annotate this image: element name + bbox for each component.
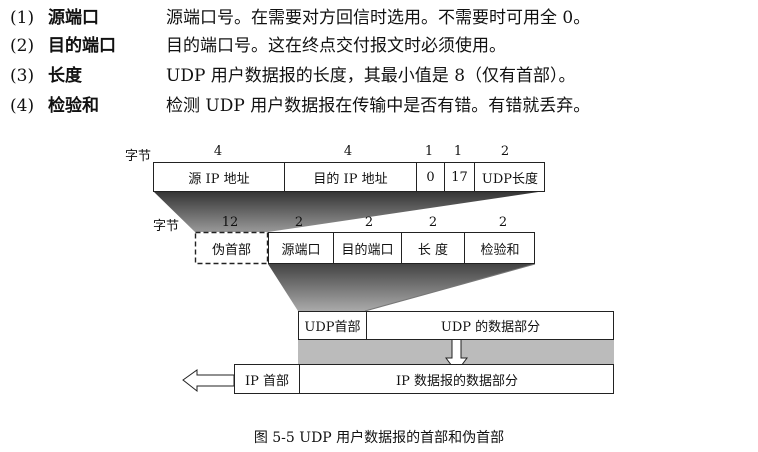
definition-number: (3) [10, 66, 35, 86]
definition-description: 源端口号。在需要对方回信时选用。不需要时可用全 0。 [166, 8, 591, 28]
bytes-label: 字节 [125, 149, 152, 164]
definition-number: (1) [10, 8, 35, 28]
byte-count: 2 [294, 215, 304, 230]
udp-datagram: UDP首部 UDP 的数据部分 [298, 311, 614, 340]
destination-ip-field: 目的 IP 地址 [284, 163, 416, 191]
definition-number: (4) [10, 96, 35, 116]
checksum-field: 检验和 [464, 233, 535, 263]
byte-count: 2 [500, 144, 510, 159]
byte-count: 12 [221, 215, 239, 230]
source-ip-field: 源 IP 地址 [188, 171, 250, 187]
definition-description: 检测 UDP 用户数据报在传输中是否有错。有错就丢弃。 [166, 96, 591, 116]
definition-description: 目的端口号。这在终点交付报文时必须使用。 [166, 36, 506, 56]
left-arrow-icon [182, 369, 235, 393]
source-port-field: 源端口 [281, 242, 321, 258]
length-field: 长 度 [401, 233, 464, 263]
definition-term: 目的端口 [48, 36, 116, 56]
ip-header-block: IP 首部 [244, 373, 289, 389]
udp-header-block: UDP首部 [304, 320, 361, 335]
pseudo-header: 源 IP 地址 目的 IP 地址 0 17 UDP长度 [153, 162, 545, 192]
pseudo-header-dashed-border [194, 231, 269, 265]
definition-description: UDP 用户数据报的长度，其最小值是 8（仅有首部）。 [166, 66, 576, 86]
protocol-field: 17 [444, 163, 474, 191]
destination-port-field: 目的端口 [333, 233, 401, 263]
definition-term: 源端口 [48, 8, 99, 28]
definition-term: 长度 [48, 66, 82, 86]
udp-header-expansion [268, 264, 535, 311]
bytes-label: 字节 [153, 219, 180, 234]
byte-count: 2 [364, 215, 374, 230]
udp-data-block: UDP 的数据部分 [366, 312, 614, 339]
ip-datagram: IP 首部 IP 数据报的数据部分 [234, 364, 614, 394]
udp-header: 源端口 目的端口 长 度 检验和 [268, 232, 535, 264]
byte-count: 4 [213, 144, 223, 159]
ip-data-block: IP 数据报的数据部分 [299, 365, 614, 393]
figure-caption: 图 5-5 UDP 用户数据报的首部和伪首部 [253, 430, 505, 446]
pseudo-header-box: 伪首部 [211, 243, 251, 258]
byte-count: 2 [498, 215, 508, 230]
byte-count: 1 [424, 144, 434, 159]
udp-length-field: UDP长度 [474, 163, 545, 191]
byte-count: 1 [453, 144, 463, 159]
zero-field: 0 [416, 163, 444, 191]
definition-number: (2) [10, 36, 35, 56]
byte-count: 2 [428, 215, 438, 230]
definition-term: 检验和 [48, 96, 99, 116]
pseudo-header-expansion [153, 191, 545, 232]
byte-count: 4 [343, 144, 353, 159]
